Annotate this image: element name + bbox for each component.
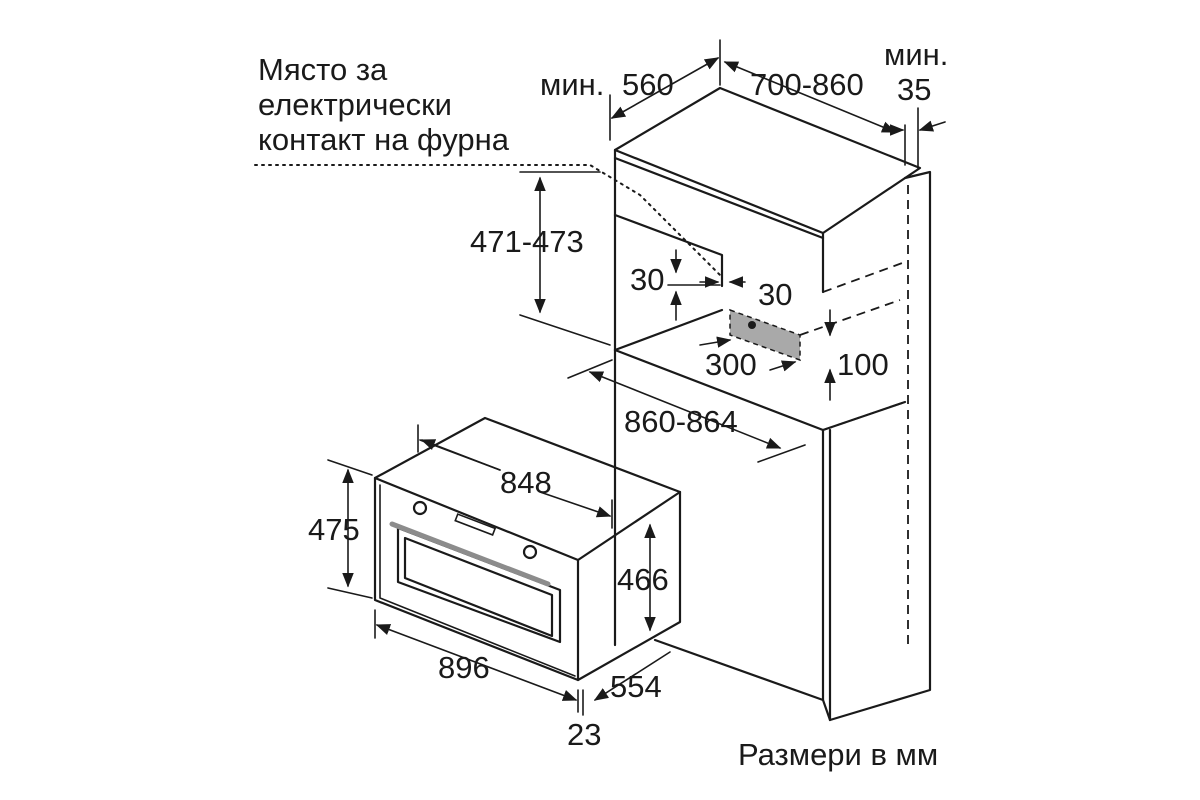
dim-23: 23: [567, 717, 601, 752]
socket-label-line1: Място за: [258, 52, 388, 87]
dim-30-left: 30: [630, 262, 664, 297]
dim-300: 300: [705, 347, 757, 382]
socket-area: [729, 299, 901, 362]
dim-896: 896: [438, 650, 490, 685]
dim-100: 100: [837, 347, 889, 382]
cabinet: [613, 86, 932, 722]
dim-560: 560: [622, 67, 674, 102]
dimension-labels: Място за електрически контакт на фурна м…: [258, 37, 948, 772]
dim-35: 35: [897, 72, 931, 107]
dim-554: 554: [610, 669, 662, 704]
dim-475: 475: [308, 512, 360, 547]
dim-860-864: 860-864: [624, 404, 738, 439]
units-label: Размери в мм: [738, 737, 938, 772]
min-label-left: мин.: [540, 67, 604, 102]
dim-471-473: 471-473: [470, 224, 584, 259]
socket-label-line3: контакт на фурна: [258, 122, 510, 157]
dim-848: 848: [500, 465, 552, 500]
dim-30-right: 30: [758, 277, 792, 312]
dim-466: 466: [617, 562, 669, 597]
dim-700-860: 700-860: [750, 67, 864, 102]
socket-label-line2: електрически: [258, 87, 452, 122]
min-label-right: мин.: [884, 37, 948, 72]
dimension-lines: [254, 39, 946, 716]
